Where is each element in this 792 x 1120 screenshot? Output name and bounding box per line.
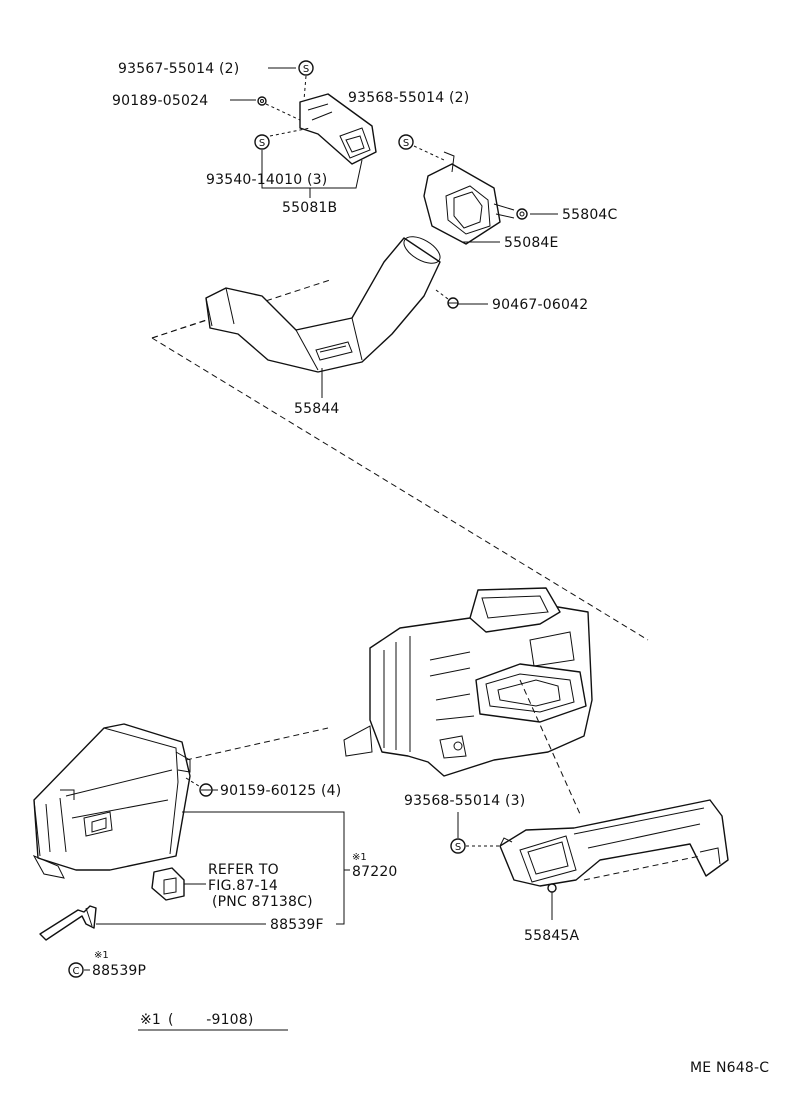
callout-55844: 55844: [294, 401, 340, 417]
clip-icon: C: [68, 962, 84, 978]
leader-87220-bracket: [182, 811, 345, 925]
vent-55084e-drawing: [423, 151, 515, 245]
footnote-mark: ※1: [140, 1012, 161, 1028]
bolt-icon: [447, 297, 459, 309]
footnote-text: ( -9108): [168, 1012, 254, 1028]
callout-55804c: 55804C: [562, 207, 618, 223]
svg-text:S: S: [403, 138, 409, 149]
heater-unit-drawing: [343, 587, 593, 777]
callout-93567-55014: 93567-55014 (2): [118, 61, 239, 77]
duct-55845a-drawing: [499, 799, 729, 887]
leader-93540-dotted: [269, 127, 311, 137]
applicability-mark-88539p: ※1: [94, 950, 109, 961]
svg-text:S: S: [303, 64, 309, 75]
duct-87220-drawing: [32, 723, 191, 879]
leader-93567-dotted: [303, 75, 307, 101]
callout-90467-06042: 90467-06042: [492, 297, 588, 313]
svg-text:S: S: [455, 842, 461, 853]
leader-93540-bracket: [261, 150, 363, 189]
applicability-mark-87220: ※1: [352, 852, 367, 863]
clip-icon: [547, 883, 557, 893]
nut-icon: [257, 96, 267, 106]
reference-note-line-3: (PNC 87138C): [212, 894, 313, 910]
screw-icon: S: [254, 134, 270, 150]
screw-icon: S: [398, 134, 414, 150]
bracket-87138c-drawing: [151, 867, 185, 901]
left-duct-link-line: [185, 727, 329, 761]
screw-icon: [199, 783, 213, 797]
duct-55844-drawing: [205, 236, 441, 373]
assembly-link-line-main: [151, 311, 649, 641]
callout-88539p: 88539P: [92, 963, 146, 979]
callout-90159-60125: 90159-60125 (4): [220, 783, 341, 799]
callout-55084e: 55084E: [504, 235, 559, 251]
vent-55081b-drawing: [299, 93, 377, 165]
callout-93568-55014-upper: 93568-55014 (2): [348, 90, 469, 106]
reference-note-line-1: REFER TO: [208, 862, 279, 878]
right-duct-link-line: [519, 679, 581, 815]
leader-90189-dotted: [265, 103, 301, 121]
nut-icon: [516, 208, 528, 220]
screw-icon: S: [298, 60, 314, 76]
figure-code: ME N648-C: [690, 1060, 769, 1076]
screw-icon: S: [450, 838, 466, 854]
callout-93568-55014-lower: 93568-55014 (3): [404, 793, 525, 809]
reference-note-line-2: FIG.87-14: [208, 878, 278, 894]
svg-text:S: S: [259, 138, 265, 149]
leader-93568-upper-dotted: [413, 145, 445, 161]
callout-93540-14010: 93540-14010 (3): [206, 172, 327, 188]
callout-55845a: 55845A: [524, 928, 580, 944]
callout-88539f: 88539F: [270, 917, 324, 933]
callout-55081b: 55081B: [282, 200, 337, 216]
pipe-88539f-drawing: [39, 905, 97, 941]
callout-87220: 87220: [352, 864, 398, 880]
callout-90189-05024: 90189-05024: [112, 93, 208, 109]
svg-text:C: C: [73, 966, 80, 977]
